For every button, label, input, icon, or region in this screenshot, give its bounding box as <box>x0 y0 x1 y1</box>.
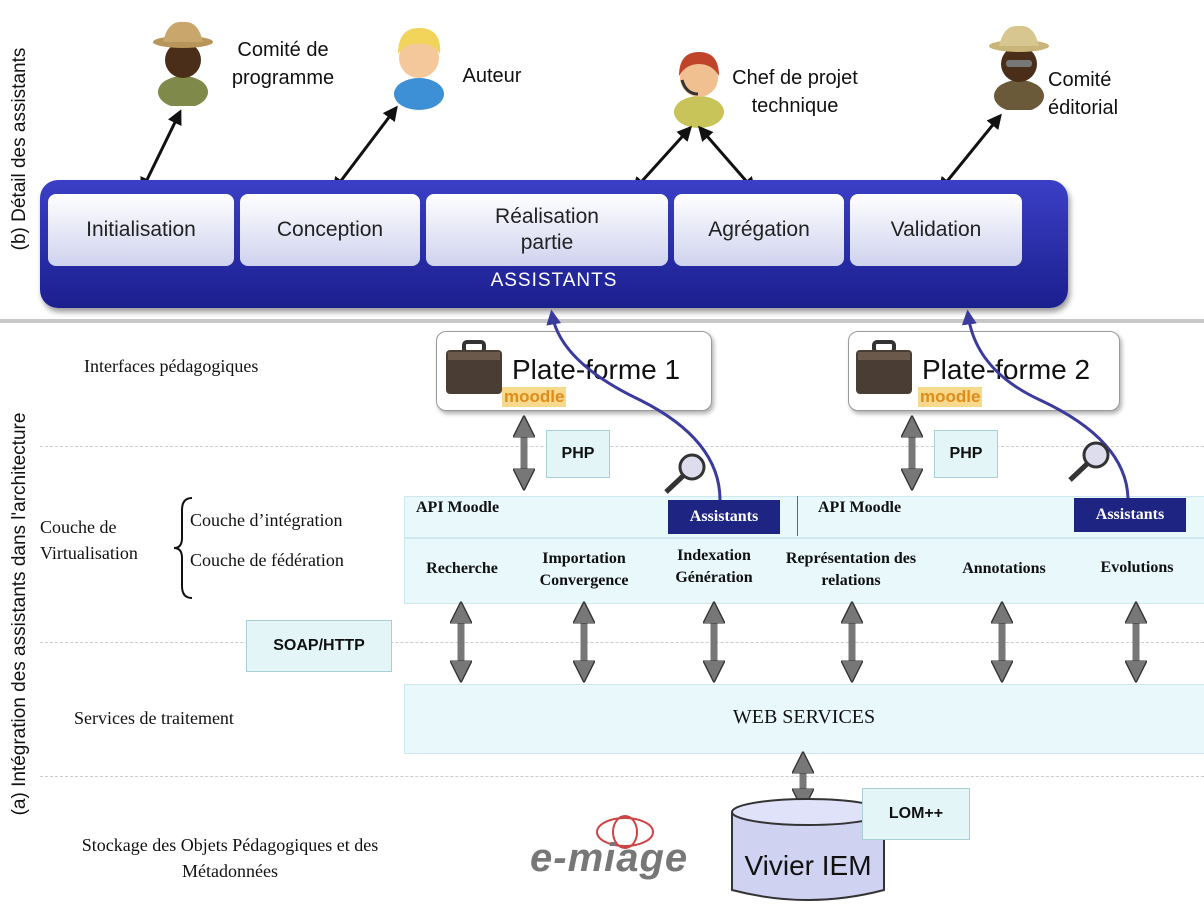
layer-label-interfaces: Interfaces pédagogiques <box>84 356 259 376</box>
soap-note: SOAP/HTTP <box>246 620 392 672</box>
layer-label-integration: Couche d’intégration <box>190 510 343 530</box>
emiage-logo-icon <box>596 815 654 849</box>
federation-cell: Evolutions <box>1100 559 1174 576</box>
federation-cell: Représentation des relations <box>785 550 917 589</box>
assistants-button[interactable]: Assistants <box>668 500 780 534</box>
arrow-chef-realisation <box>631 125 693 193</box>
arrow-programme-initialisation <box>140 109 182 193</box>
integration-band <box>404 496 1204 538</box>
arrow-chef-agregation <box>698 125 756 193</box>
actor-arrows <box>140 105 1002 193</box>
layer-label-services: Services de traitement <box>74 708 234 728</box>
section-separator <box>0 319 1204 323</box>
platform-1-title: Plate-forme 1 <box>512 354 681 385</box>
step-initialisation[interactable]: Initialisation <box>48 194 234 266</box>
moodle-logo: moodle <box>918 387 983 407</box>
emiage-logo: e-miage <box>530 836 689 880</box>
band-divider <box>797 496 798 536</box>
federation-cell: Recherche <box>426 560 498 577</box>
actor-label: Chef de projet technique <box>732 67 858 117</box>
editor-person-icon <box>989 25 1049 110</box>
blue-curve-1 <box>546 309 722 501</box>
php-note: PHP <box>934 430 998 478</box>
actor-label: Auteur <box>462 65 522 87</box>
api-moodle-label: API Moodle <box>416 499 500 516</box>
database-icon <box>731 798 885 901</box>
php-note: PHP <box>546 430 610 478</box>
api-moodle-label: API Moodle <box>818 499 902 516</box>
magnifier-icon <box>1068 441 1110 482</box>
step-agregation[interactable]: Agrégation <box>674 194 844 266</box>
federation-cell: Importation Convergence <box>539 550 629 589</box>
magnifier-icon <box>664 453 706 494</box>
vivier-label: Vivier IEM <box>744 850 872 881</box>
layer-label-virtualisation: Couche de Virtualisation <box>40 517 138 563</box>
web-services-label: WEB SERVICES <box>732 706 876 728</box>
author-person-icon <box>394 28 444 110</box>
step-realisation[interactable]: Réalisation partie <box>426 194 668 266</box>
actor-label: Comité de programme <box>231 39 335 89</box>
layer-label-federation: Couche de fédération <box>190 550 344 570</box>
web-services-band <box>404 684 1204 754</box>
guide-line <box>40 642 1204 643</box>
blue-curve-2 <box>961 309 1130 499</box>
step-conception[interactable]: Conception <box>240 194 420 266</box>
federation-cell: Indexation Génération <box>675 547 753 586</box>
briefcase-icon <box>856 340 912 394</box>
brace-icon <box>173 497 193 599</box>
briefcase-icon <box>446 340 502 394</box>
arrow-auteur-conception <box>332 105 398 193</box>
reviewer-person-icon <box>153 21 213 106</box>
lom-note: LOM++ <box>862 788 970 840</box>
arrow-editorial-validation <box>938 113 1002 193</box>
assistants-title: ASSISTANTS <box>490 270 618 291</box>
actor-label: Comité éditorial <box>1048 69 1119 119</box>
federation-band <box>404 538 1204 604</box>
federation-cell: Annotations <box>962 560 1046 577</box>
layer-label-storage: Stockage des Objets Pédagogiques et des … <box>81 835 379 881</box>
step-validation[interactable]: Validation <box>850 194 1022 266</box>
guide-line <box>40 776 1204 777</box>
moodle-logo: moodle <box>502 387 567 407</box>
guide-line <box>40 446 1204 447</box>
headset-person-icon <box>674 52 724 128</box>
assistants-button[interactable]: Assistants <box>1074 498 1186 532</box>
